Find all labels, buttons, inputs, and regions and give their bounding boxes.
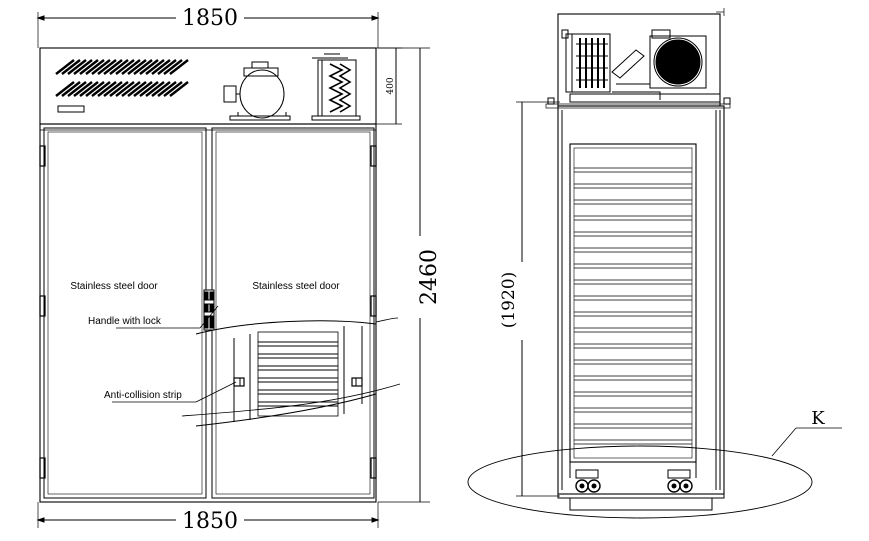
strip-label: Anti-collision strip: [104, 390, 182, 401]
shelf-lines: [574, 167, 692, 445]
bottom-width-label: 1850: [182, 509, 238, 534]
right-door-label: Stainless steel door: [252, 281, 340, 292]
side-fan: [649, 29, 707, 89]
detail-k-label: K: [811, 408, 825, 429]
condenser-coil: [311, 53, 361, 121]
top-width-dimension: [36, 12, 380, 48]
door-hinges: [39, 145, 377, 479]
inner-height-label: (1920): [499, 272, 519, 329]
detail-k-leader: [771, 427, 797, 457]
handle-label: Handle with lock: [88, 316, 162, 327]
unit-height-label: 400: [386, 77, 396, 94]
door-handle-lock: [203, 289, 215, 331]
left-door: [43, 127, 207, 499]
condensing-unit-housing: [39, 47, 377, 125]
detail-k-ellipse: [467, 445, 813, 519]
front-view: [36, 12, 430, 528]
rack-casters: [569, 462, 697, 493]
bottom-width-dimension: [36, 502, 380, 528]
cutaway-interior: [195, 320, 377, 427]
left-door-label: Stainless steel door: [70, 281, 158, 292]
top-width-label: 1850: [182, 6, 238, 31]
compressor: [223, 61, 291, 121]
inner-height-dimension: [516, 101, 560, 497]
shelf-rack: [569, 143, 697, 463]
overall-height-label: 2460: [417, 249, 442, 305]
vent-grille: [55, 59, 189, 97]
nameplate: [57, 105, 85, 113]
right-door: [211, 127, 375, 499]
side-view: [467, 8, 842, 519]
side-condenser: [561, 29, 611, 93]
overall-height-dimension: [378, 47, 430, 503]
